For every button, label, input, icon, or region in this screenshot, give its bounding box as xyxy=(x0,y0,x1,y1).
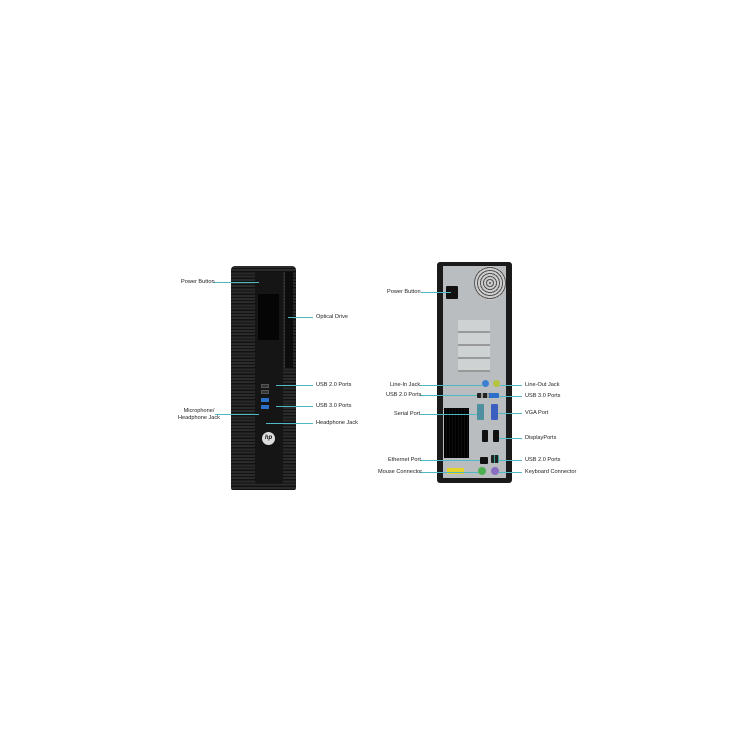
label-usb3-ports: USB 3.0 Ports xyxy=(316,403,352,409)
leader-line xyxy=(420,385,482,386)
label-mouse-connector: Mouse Connector xyxy=(378,469,423,475)
label-serial-port: Serial Port xyxy=(394,411,421,417)
ethernet-port xyxy=(480,457,488,464)
usb3-port xyxy=(261,405,269,409)
leader-line xyxy=(276,406,313,407)
label-headphone-jack: Headphone Jack xyxy=(316,420,358,426)
mouse-ps2-port xyxy=(478,467,486,475)
vga-port xyxy=(491,404,498,420)
label-vga-port: VGA Port xyxy=(525,410,549,416)
leader-line xyxy=(215,414,259,415)
label-line: Microphone/ xyxy=(183,408,215,414)
leader-line xyxy=(499,472,522,473)
leader-line xyxy=(500,385,522,386)
front-panel-recess xyxy=(258,294,279,340)
line-in-port xyxy=(482,380,489,387)
leader-line xyxy=(276,385,313,386)
serial-label-sticker xyxy=(447,468,464,474)
fan-grille xyxy=(474,266,506,300)
label-rear-power-button: Power Button xyxy=(387,289,421,295)
leader-line xyxy=(420,414,477,415)
power-socket xyxy=(446,286,458,299)
leader-line xyxy=(288,317,313,318)
label-ethernet-port: Ethernet Port xyxy=(388,457,421,463)
vent-grille xyxy=(444,408,469,458)
expansion-slots xyxy=(458,320,490,372)
label-usb2-ports: USB 2.0 Ports xyxy=(316,382,352,388)
usb2-port xyxy=(261,390,269,394)
keyboard-ps2-port xyxy=(491,467,499,475)
usb3-ports-rear xyxy=(489,393,499,398)
label-line-out-jack: Line-Out Jack xyxy=(525,382,560,388)
label-line: Headphone Jack xyxy=(178,414,220,421)
line-out-port xyxy=(493,380,500,387)
usb3-port xyxy=(261,398,269,402)
usb2-port xyxy=(261,384,269,388)
hp-logo: hp xyxy=(262,432,275,445)
leader-line xyxy=(213,282,259,283)
label-displayports: DisplayPorts xyxy=(525,435,557,441)
optical-drive-tray xyxy=(284,272,293,368)
displayport xyxy=(482,430,488,442)
leader-line xyxy=(420,395,477,396)
leader-line xyxy=(420,460,480,461)
leader-line xyxy=(499,396,522,397)
leader-line xyxy=(421,292,451,293)
leader-line xyxy=(498,413,522,414)
leader-line xyxy=(499,438,522,439)
serial-port xyxy=(477,404,484,420)
displayport xyxy=(493,430,499,442)
leader-line xyxy=(499,460,522,461)
label-usb3-ports: USB 3.0 Ports xyxy=(525,393,561,399)
label-usb2-ports-left: USB 2.0 Ports xyxy=(386,392,422,398)
label-line-in-jack: Line-In Jack xyxy=(390,382,421,388)
leader-line xyxy=(266,423,313,424)
label-usb2-ports-right: USB 2.0 Ports xyxy=(525,457,561,463)
label-power-button: Power Button xyxy=(181,279,215,285)
usb2-ports-rear xyxy=(477,393,497,398)
label-keyboard-connector: Keyboard Connector xyxy=(525,469,577,475)
leader-line xyxy=(420,472,478,473)
label-mic-jack: Microphone/Headphone Jack xyxy=(178,408,220,421)
label-optical-drive: Optical Drive xyxy=(316,314,349,320)
usb2-ports-rear-lower xyxy=(491,455,499,463)
